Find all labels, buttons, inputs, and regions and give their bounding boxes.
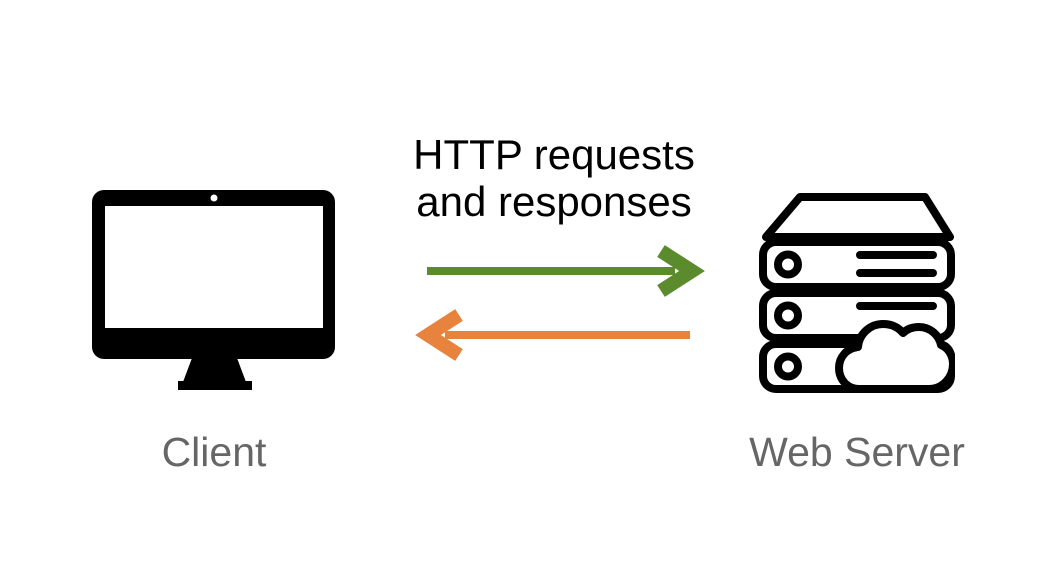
web-server-label: Web Server (749, 429, 965, 475)
server-rack-cloud-icon (759, 193, 955, 393)
diagram-title-line1: HTTP requests (413, 131, 695, 178)
http-request-arrow (427, 245, 705, 297)
http-arrows (415, 245, 705, 361)
diagram-title-line2: and responses (416, 178, 692, 225)
http-response-arrow (415, 309, 690, 361)
computer-monitor-icon (92, 190, 335, 390)
diagram-title: HTTP requests and responses (354, 131, 754, 225)
client-label: Client (161, 429, 267, 475)
